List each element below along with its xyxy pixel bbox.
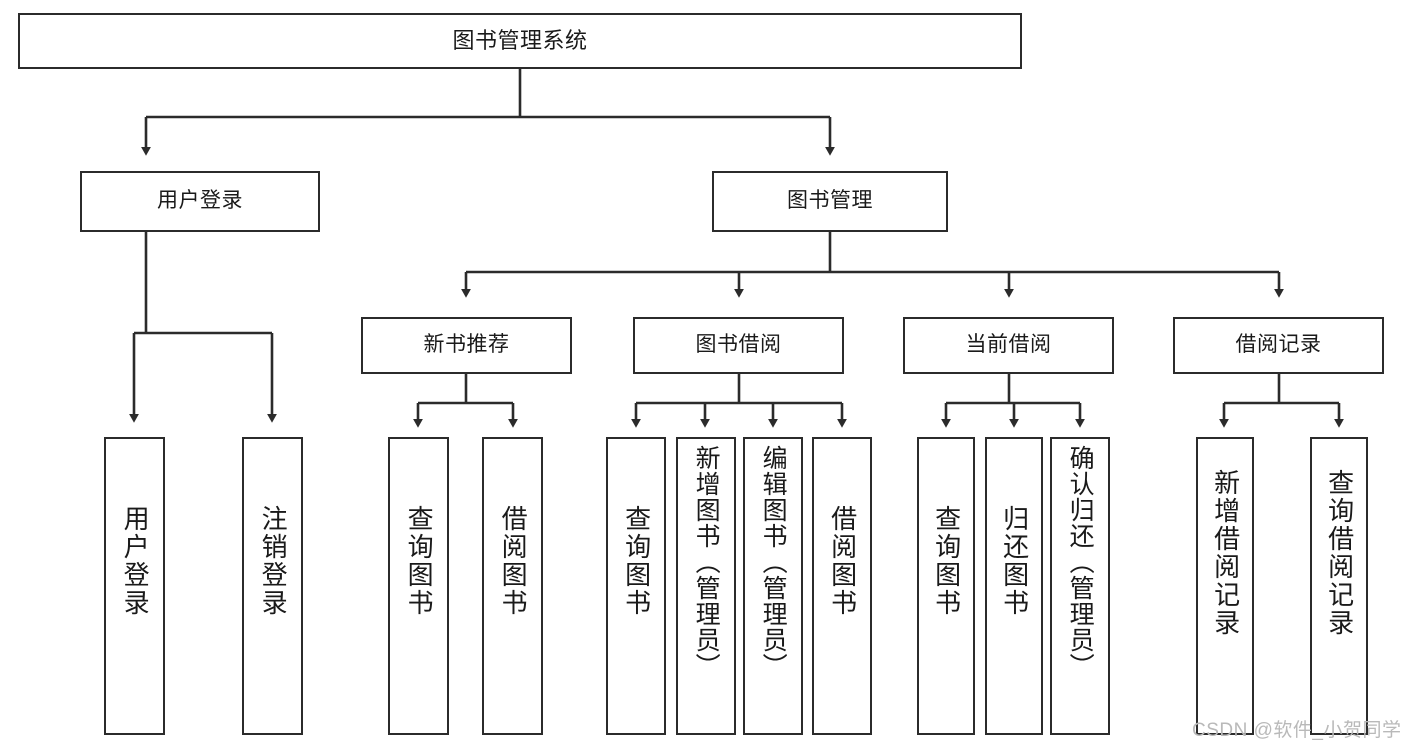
node-current-borrow-label: 当前借阅: [965, 333, 1052, 357]
node-leaf-query-record-label: 查询借阅记录: [1324, 469, 1355, 637]
node-book-borrow[interactable]: 图书借阅: [633, 317, 844, 374]
node-leaf-add-record-label: 新增借阅记录: [1210, 469, 1241, 637]
node-current-borrow[interactable]: 当前借阅: [903, 317, 1114, 374]
node-leaf-add-book-label: 新增图书（管理员）: [692, 445, 721, 679]
node-leaf-return-book[interactable]: 归还图书: [985, 437, 1043, 735]
node-leaf-user-logout-label: 注销登录: [258, 505, 289, 617]
node-book-manage-label: 图书管理: [787, 189, 873, 213]
node-leaf-query-book-1[interactable]: 查询图书: [388, 437, 449, 735]
node-book-borrow-label: 图书借阅: [695, 333, 782, 357]
node-leaf-query-book-1-label: 查询图书: [404, 505, 435, 617]
node-leaf-add-record[interactable]: 新增借阅记录: [1196, 437, 1254, 735]
node-leaf-borrow-book-2[interactable]: 借阅图书: [812, 437, 872, 735]
node-leaf-borrow-book-1[interactable]: 借阅图书: [482, 437, 543, 735]
node-borrow-record[interactable]: 借阅记录: [1173, 317, 1384, 374]
node-leaf-query-book-2-label: 查询图书: [621, 505, 652, 617]
node-leaf-query-record[interactable]: 查询借阅记录: [1310, 437, 1368, 735]
node-leaf-query-book-2[interactable]: 查询图书: [606, 437, 666, 735]
node-leaf-confirm-return[interactable]: 确认归还（管理员）: [1050, 437, 1110, 735]
node-leaf-borrow-book-2-label: 借阅图书: [827, 505, 858, 617]
node-user-login-label: 用户登录: [157, 189, 243, 213]
node-leaf-borrow-book-1-label: 借阅图书: [498, 505, 529, 617]
node-leaf-return-book-label: 归还图书: [999, 505, 1030, 617]
node-leaf-query-book-3[interactable]: 查询图书: [917, 437, 975, 735]
node-leaf-add-book[interactable]: 新增图书（管理员）: [676, 437, 736, 735]
node-leaf-user-login[interactable]: 用户登录: [104, 437, 165, 735]
node-leaf-confirm-return-label: 确认归还（管理员）: [1066, 445, 1095, 679]
node-root[interactable]: 图书管理系统: [18, 13, 1022, 69]
node-leaf-user-logout[interactable]: 注销登录: [242, 437, 303, 735]
node-leaf-edit-book-label: 编辑图书（管理员）: [759, 445, 788, 679]
node-new-book-recommend-label: 新书推荐: [423, 333, 510, 357]
node-new-book-recommend[interactable]: 新书推荐: [361, 317, 572, 374]
node-user-login[interactable]: 用户登录: [80, 171, 320, 232]
node-book-manage[interactable]: 图书管理: [712, 171, 948, 232]
node-borrow-record-label: 借阅记录: [1235, 333, 1322, 357]
node-root-label: 图书管理系统: [452, 28, 588, 54]
node-leaf-edit-book[interactable]: 编辑图书（管理员）: [743, 437, 803, 735]
watermark: CSDN @软件_小贺同学: [1192, 720, 1402, 741]
node-leaf-user-login-label: 用户登录: [120, 505, 151, 617]
node-leaf-query-book-3-label: 查询图书: [931, 505, 962, 617]
